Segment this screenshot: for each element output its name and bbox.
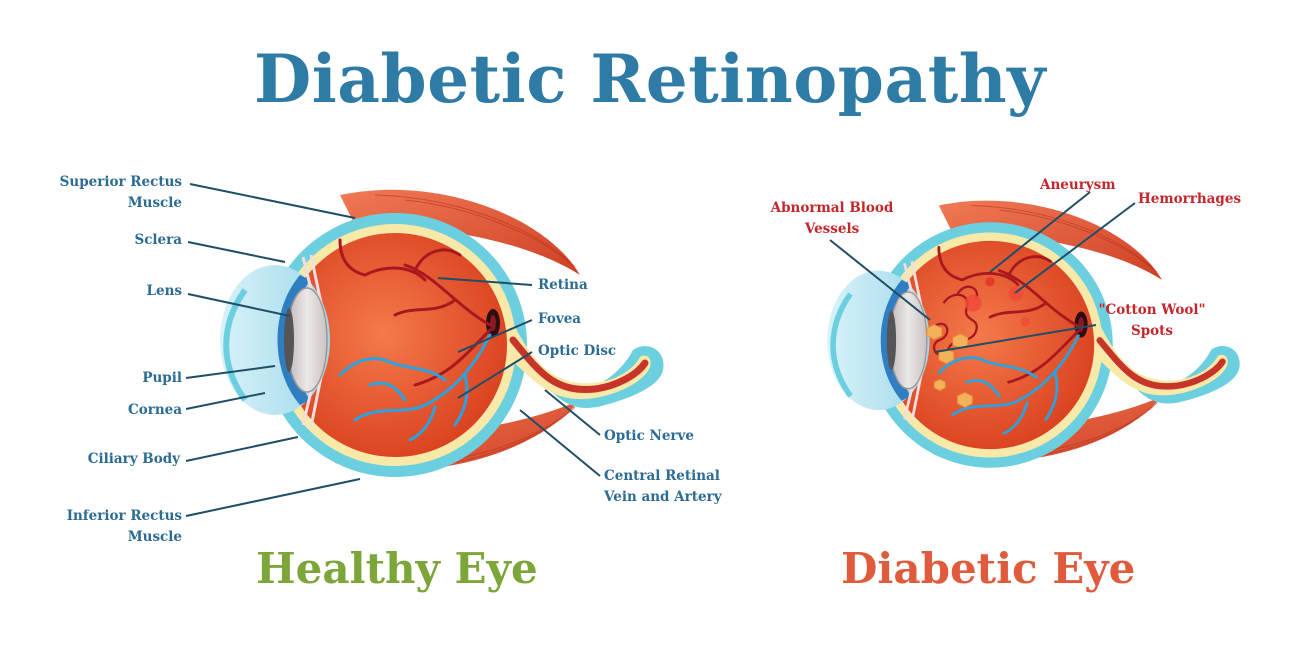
label-line: "Cotton Wool" (1098, 302, 1206, 318)
label-central-retinal-vein-and-artery: Central Retinal Vein and Artery (604, 466, 722, 508)
label-hemorrhages: Hemorrhages (1138, 191, 1242, 207)
label-line: Superior Rectus (59, 174, 182, 190)
label-sclera: Sclera (134, 232, 182, 248)
healthy-leader-lines (185, 183, 601, 517)
label-cornea: Cornea (127, 402, 182, 418)
label-lens: Lens (146, 283, 183, 299)
label-cotton-wool-spots: "Cotton Wool" Spots (1090, 300, 1214, 342)
label-optic-disc: Optic Disc (538, 343, 617, 359)
diabetic-eye-caption: Diabetic Eye (841, 544, 1136, 593)
label-retina: Retina (538, 277, 588, 293)
healthy-eye-caption: Healthy Eye (256, 544, 538, 593)
label-inferior-rectus-muscle: Inferior Rectus Muscle (40, 506, 182, 548)
label-line: Muscle (127, 195, 182, 211)
label-line: Spots (1130, 323, 1174, 339)
label-superior-rectus-muscle: Superior Rectus Muscle (40, 172, 182, 214)
label-line: Central Retinal (604, 468, 720, 484)
label-line: Abnormal Blood (770, 200, 894, 216)
label-ciliary-body: Ciliary Body (87, 451, 180, 467)
label-line: Inferior Rectus (66, 508, 182, 524)
label-abnormal-blood-vessels: Abnormal Blood Vessels (760, 198, 904, 240)
page-title: Diabetic Retinopathy (253, 40, 1047, 118)
label-line: Vessels (804, 221, 860, 237)
label-pupil: Pupil (142, 370, 182, 386)
label-fovea: Fovea (538, 311, 582, 327)
label-aneurysm: Aneurysm (1040, 177, 1116, 193)
label-line: Vein and Artery (604, 489, 722, 505)
label-line: Muscle (127, 529, 182, 545)
diabetic-leader-lines (829, 191, 1136, 353)
label-optic-nerve: Optic Nerve (604, 428, 694, 444)
healthy-eye (220, 190, 664, 477)
